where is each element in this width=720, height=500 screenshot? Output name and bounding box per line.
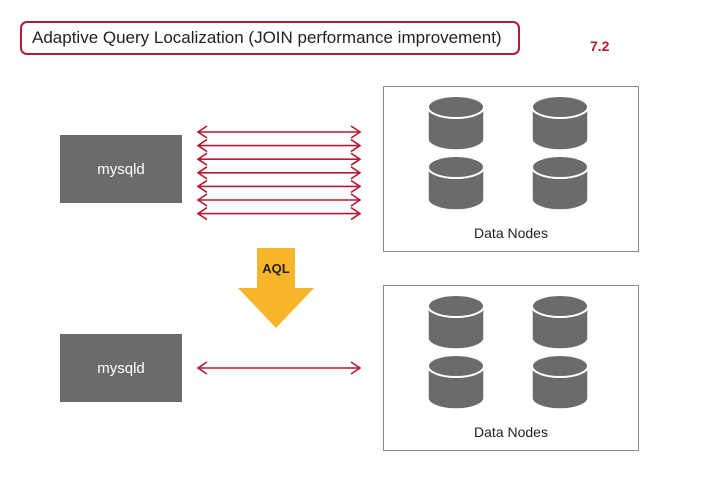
double-arrow: [196, 138, 362, 153]
data-nodes-label: Data Nodes: [474, 424, 548, 440]
double-arrow: [196, 166, 362, 180]
mysqld-node-top: mysqld: [60, 135, 182, 203]
mysqld-node-bottom: mysqld: [60, 334, 182, 402]
database-cylinder-icon: [530, 294, 590, 352]
database-cylinder-icon: [530, 354, 590, 412]
data-nodes-box-top: Data Nodes: [383, 86, 639, 252]
double-arrow: [196, 206, 362, 221]
connection-arrows-many: [196, 125, 362, 221]
connection-arrow-single: [196, 361, 362, 375]
double-arrow: [196, 361, 362, 375]
double-arrow: [196, 179, 362, 194]
diagram-title: Adaptive Query Localization (JOIN perfor…: [20, 21, 520, 55]
database-cylinder-icon: [530, 95, 590, 153]
data-nodes-label: Data Nodes: [474, 225, 548, 241]
double-arrow: [196, 152, 362, 166]
database-cylinder-icon: [530, 155, 590, 213]
mysqld-label: mysqld: [97, 359, 145, 377]
mysqld-label: mysqld: [97, 160, 145, 178]
database-cylinder-icon: [426, 95, 486, 153]
aql-arrow: AQL: [238, 248, 314, 328]
down-arrow-icon: [238, 248, 314, 328]
database-cylinder-icon: [426, 354, 486, 412]
data-nodes-box-bottom: Data Nodes: [383, 285, 639, 451]
version-label: 7.2: [590, 38, 610, 54]
database-cylinder-icon: [426, 155, 486, 213]
double-arrow: [196, 193, 362, 207]
aql-label: AQL: [262, 261, 290, 276]
database-cylinder-icon: [426, 294, 486, 352]
double-arrow: [196, 125, 362, 139]
